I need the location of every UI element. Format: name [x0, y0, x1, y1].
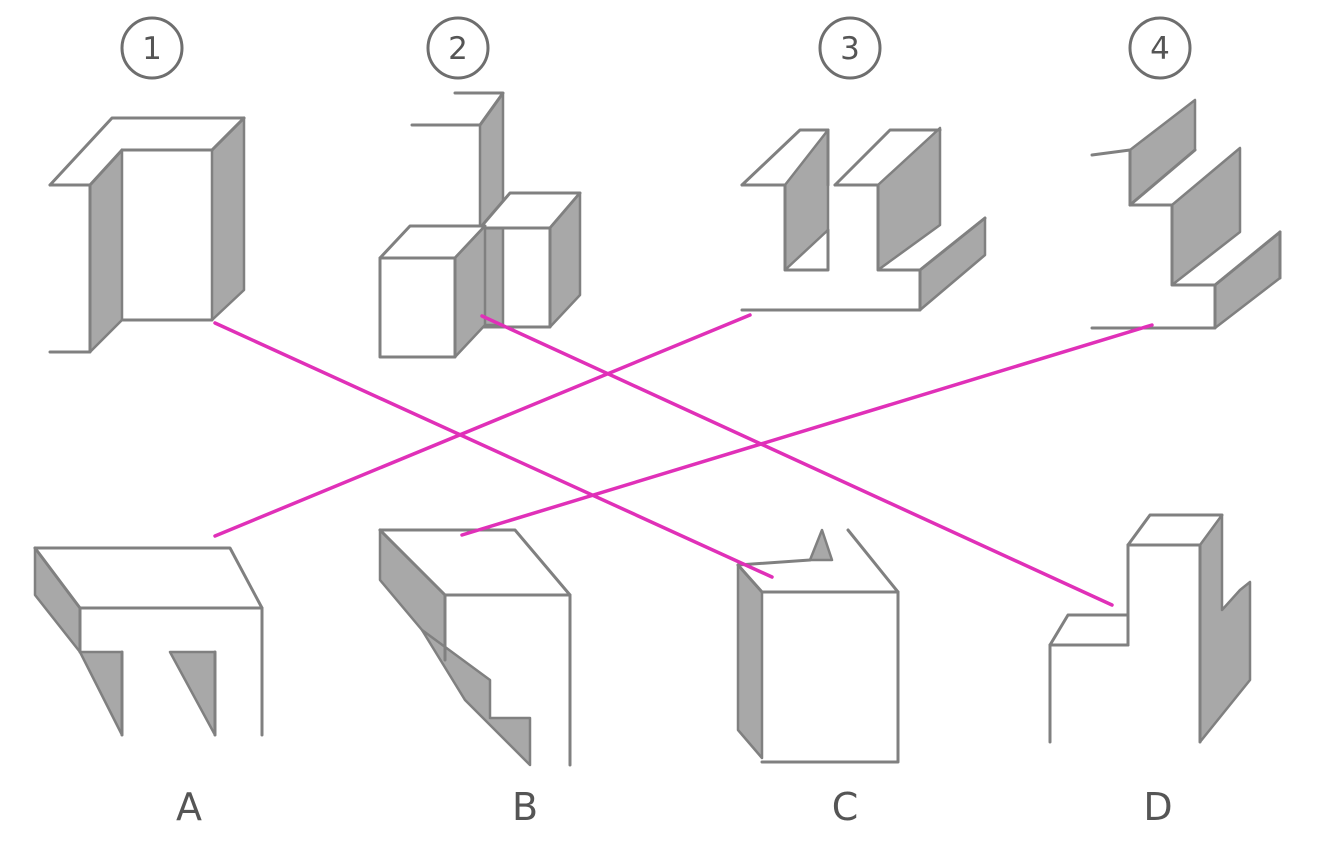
bottom-shape-A [33, 546, 264, 737]
bottom-shape-B [378, 528, 572, 767]
label-number-2: 2 [448, 31, 468, 67]
top-shape-3: 3 [740, 16, 987, 312]
connector-lines [213, 313, 1154, 607]
label-number-4: 4 [1150, 31, 1170, 67]
bottom-shape-D [1048, 513, 1252, 744]
label-circle-2 [426, 16, 490, 80]
connector-2-D [480, 314, 1114, 607]
label-circle-4 [1128, 16, 1192, 80]
label-number-3: 3 [840, 31, 860, 67]
label-circle-3 [818, 16, 882, 80]
top-shape-2: 2 [378, 16, 582, 359]
connector-3-A [213, 313, 752, 538]
label-number-1: 1 [142, 31, 162, 67]
top-shape-4: 4 [1090, 16, 1282, 330]
connector-1-C [213, 321, 774, 579]
bottom-label-D: D [1143, 785, 1172, 829]
bottom-label-B: B [512, 785, 538, 829]
bottom-shape-C [736, 528, 900, 764]
top-shape-1: 1 [48, 16, 246, 354]
bottom-label-A: A [176, 785, 202, 829]
bottom-label-C: C [832, 785, 859, 829]
connector-4-B [460, 323, 1154, 537]
label-circle-1 [120, 16, 184, 80]
